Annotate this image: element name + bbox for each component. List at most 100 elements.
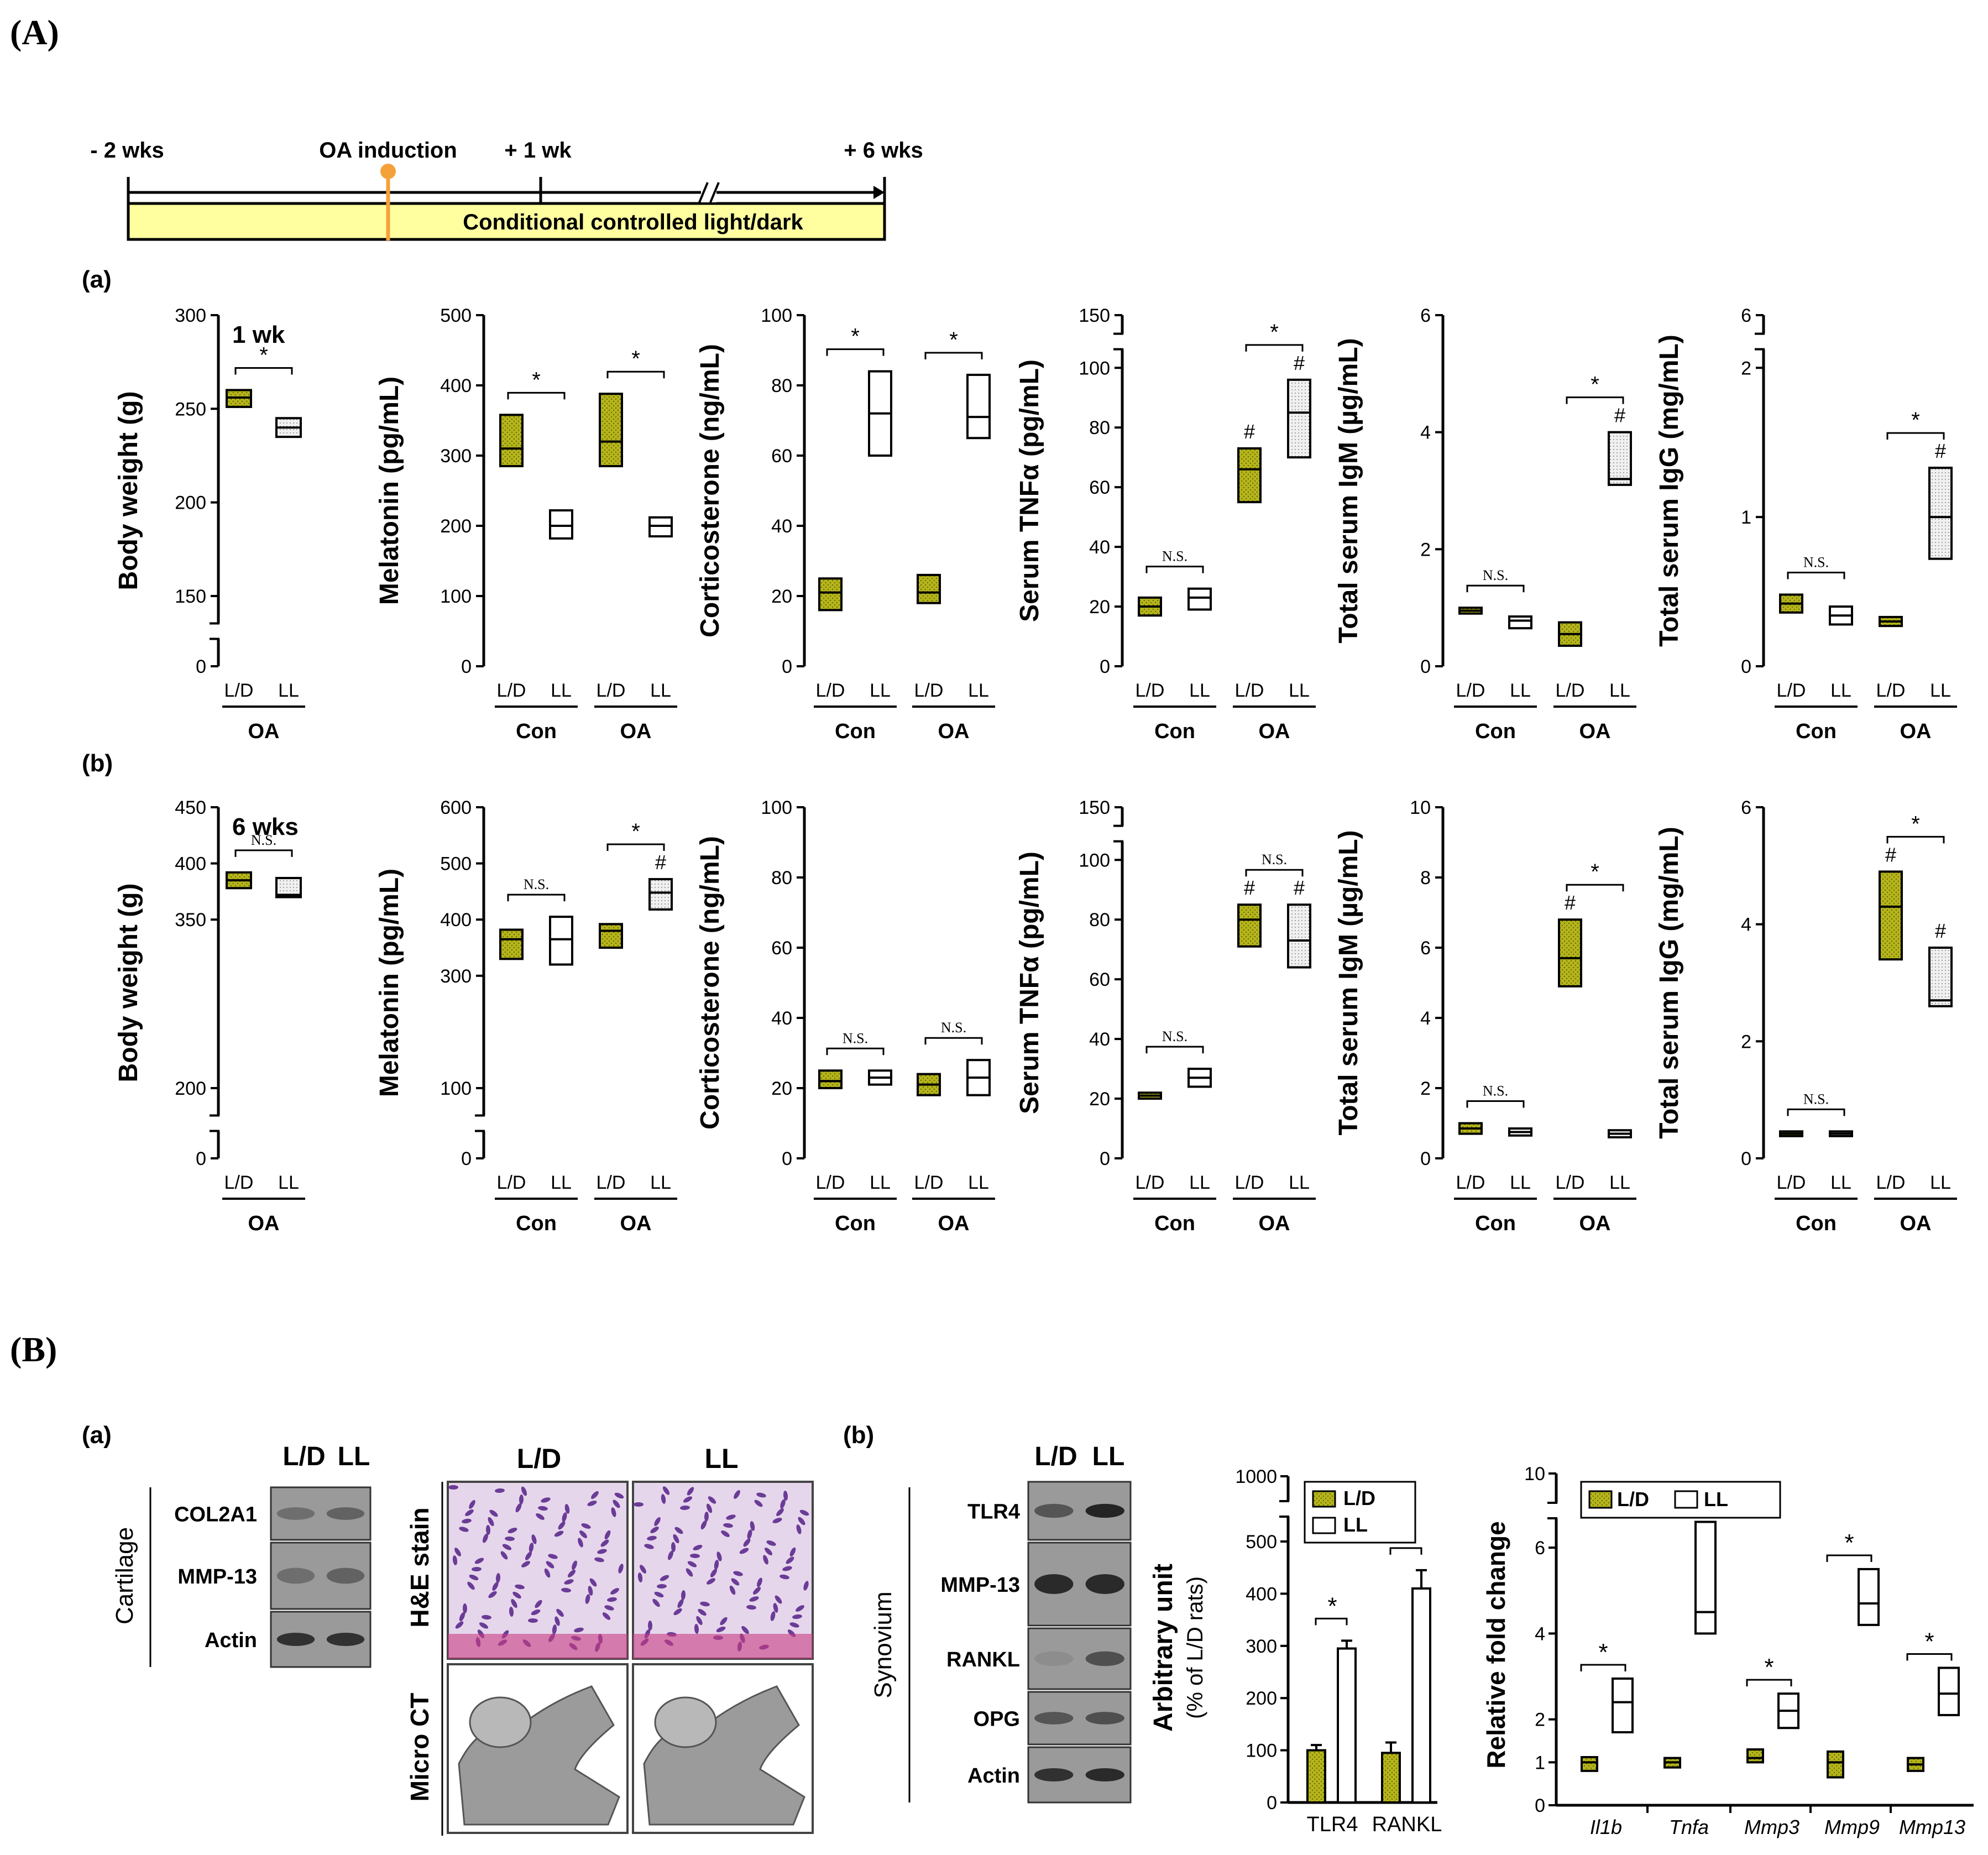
hash-annotation: # (1935, 919, 1946, 942)
he-ll-nucleus (799, 1509, 809, 1516)
he-ld-nucleus (562, 1512, 567, 1522)
he-ld-nucleus (610, 1588, 619, 1595)
he-ll-nucleus (698, 1608, 707, 1616)
syn-blot-1-band (1085, 1574, 1124, 1594)
hash-annotation: # (1244, 876, 1255, 899)
he-ll-nucleus (677, 1598, 684, 1608)
x-tick-label: LL (1289, 680, 1310, 701)
panel-label-Aa: (a) (82, 266, 112, 293)
x-tick-label: L/D (1235, 680, 1264, 701)
axis-break-gap (1759, 333, 1768, 349)
box-a4-2 (1237, 447, 1262, 504)
he-ll-nucleus (775, 1595, 782, 1604)
he-ll-nucleus (780, 1499, 786, 1509)
he-ld-nucleus (472, 1566, 482, 1572)
significance-bracket (1787, 1108, 1845, 1116)
group-label: OA (1900, 720, 1932, 743)
he-ll-nucleus (634, 1502, 644, 1507)
he-ll-nucleus (726, 1514, 736, 1520)
syn-blot-2-band (1085, 1651, 1124, 1666)
qpcr-legend-label-ld: L/D (1617, 1488, 1649, 1511)
he-ll-nucleus (734, 1490, 740, 1499)
y-tick-label: 4 (1741, 915, 1751, 936)
he-ld-nucleus (538, 1506, 548, 1511)
cartilage-row-label: COL2A1 (174, 1503, 257, 1527)
y-tick-label: 0 (1100, 656, 1110, 677)
he-ld-nucleus (474, 1558, 484, 1564)
x-tick-label: L/D (597, 680, 626, 701)
y-tick-label: 4 (1420, 422, 1431, 443)
syn-row-label: Actin (967, 1764, 1020, 1788)
x-tick-label: L/D (1456, 1172, 1485, 1193)
he-ll-nucleus (662, 1486, 670, 1495)
he-ld-nucleus (500, 1551, 508, 1560)
significance-bracket (1145, 566, 1204, 573)
x-tick-label: L/D (1876, 680, 1906, 701)
he-ld-nucleus (521, 1561, 530, 1567)
he-ld-nucleus (567, 1570, 576, 1577)
group-label: Con (835, 720, 876, 743)
qpcr-box-L/D-Il1b (1581, 1756, 1598, 1772)
significance-bracket (1245, 344, 1304, 352)
he-ll-tissue-band (633, 1634, 813, 1659)
significance-label: * (1591, 860, 1599, 884)
he-ld-nucleus (554, 1530, 564, 1537)
he-ll-nucleus (749, 1596, 759, 1602)
he-ld-nucleus (602, 1612, 611, 1620)
y-tick-label: 0 (461, 656, 472, 677)
syn-blot-3-band (1085, 1712, 1124, 1725)
he-ll-nucleus (716, 1551, 722, 1561)
he-ld-nucleus (604, 1530, 611, 1540)
he-ll-nucleus (779, 1574, 789, 1580)
he-ld-nucleus (564, 1579, 574, 1585)
y-tick-label: 1 (1741, 507, 1751, 528)
box-a5-3 (1608, 431, 1632, 486)
he-ld-nucleus (581, 1523, 591, 1529)
he-ll-nucleus (673, 1608, 682, 1616)
he-ll-nucleus (694, 1624, 699, 1634)
he-ld-nucleus (521, 1486, 527, 1496)
box-b2-2 (599, 923, 623, 949)
he-ld-nucleus (564, 1504, 570, 1514)
bar-y-tick-label: 500 (1246, 1532, 1277, 1553)
y-axis-label-b3: Corticosterone (ng/mL) (695, 836, 725, 1130)
y-tick-label: 450 (175, 797, 206, 818)
image-ct-ld (447, 1663, 629, 1834)
he-ld-nucleus (515, 1503, 522, 1513)
y-tick-label: 80 (1089, 417, 1110, 438)
x-tick-label: LL (551, 680, 572, 701)
x-tick-label: L/D (914, 1172, 944, 1193)
syn-blot-1 (1027, 1542, 1132, 1627)
y-tick-label: 40 (1089, 537, 1110, 558)
group-label: OA (620, 1212, 652, 1235)
cartilage-blot-2 (270, 1611, 372, 1668)
x-tick-label: L/D (1136, 680, 1165, 701)
y-tick-label: 8 (1420, 868, 1431, 889)
histo-col-ll: LL (704, 1443, 738, 1474)
he-ll-nucleus (690, 1553, 700, 1559)
he-ll-nucleus (772, 1518, 782, 1523)
significance-label: * (1911, 812, 1920, 836)
significance-bracket (234, 367, 293, 375)
he-ll-nucleus (671, 1542, 676, 1552)
box-b3-0 (818, 1069, 843, 1089)
cartilage-blot-0-band (276, 1507, 315, 1520)
qpcr-category-label: Tnfa (1669, 1816, 1709, 1838)
x-tick-label: LL (968, 1172, 989, 1193)
y-axis-label-b2: Melatonin (pg/mL) (375, 869, 404, 1097)
bar-y-tick-label: 200 (1246, 1688, 1277, 1709)
significance-bracket (1245, 869, 1304, 877)
significance-bracket (1466, 584, 1525, 593)
y-tick-label: 20 (1089, 597, 1110, 618)
he-ll-nucleus (673, 1534, 679, 1544)
box-a6-3 (1928, 467, 1953, 560)
y-tick-label: 100 (440, 586, 472, 607)
he-ll-nucleus (652, 1598, 660, 1607)
cartilage-blot-1 (270, 1542, 372, 1610)
y-tick-label: 0 (1420, 656, 1431, 677)
qpcr-sig: * (1598, 1639, 1608, 1666)
